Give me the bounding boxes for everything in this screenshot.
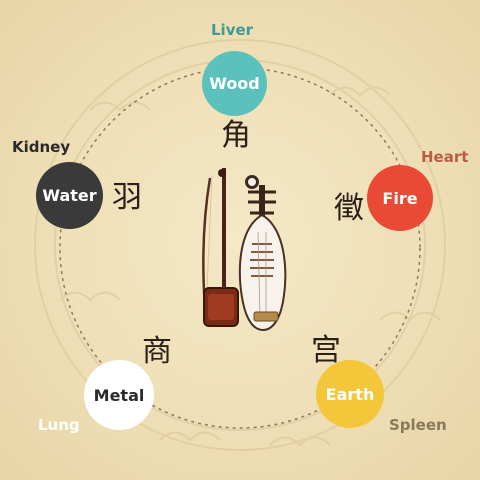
organ-label-metal: Lung [38,416,80,434]
tone-char-water: 羽 [112,180,142,215]
organ-label-earth: Spleen [389,416,447,434]
element-node-wood: Wood [202,51,267,116]
tone-char-metal: 商 [142,334,172,369]
element-node-earth: Earth [316,360,384,428]
tone-char-wood: 角 [221,118,251,153]
tone-char-fire: 徵 [334,191,364,226]
organ-label-fire: Heart [421,148,469,166]
element-node-water: Water [36,162,103,229]
organ-label-wood: Liver [211,21,254,39]
pipa-icon [238,175,287,331]
tone-char-earth: 宫 [311,333,341,368]
erhu-icon [202,168,239,327]
element-node-fire: Fire [367,165,433,231]
element-node-metal: Metal [84,360,154,430]
organ-label-water: Kidney [12,138,71,156]
